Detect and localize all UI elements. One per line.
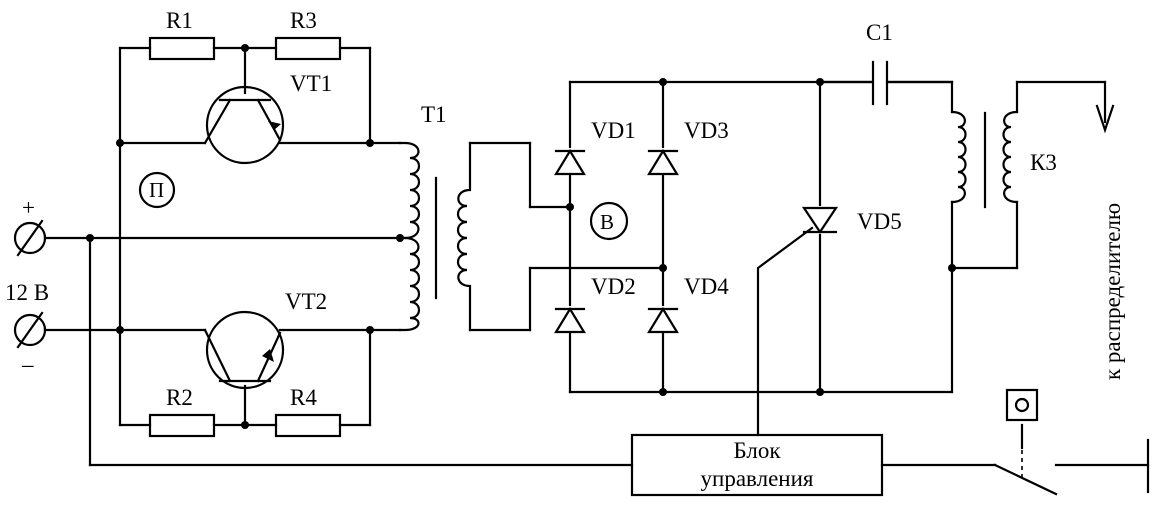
breaker-cam-icon bbox=[1014, 397, 1030, 413]
vt1-collector bbox=[203, 98, 232, 145]
p-marker-circle bbox=[138, 171, 176, 209]
breaker-contact bbox=[993, 463, 1058, 496]
k3-primary-winding bbox=[950, 110, 967, 204]
vt1-emitter bbox=[256, 98, 282, 142]
diode-vd1 bbox=[554, 148, 586, 176]
breaker-cam-box bbox=[1005, 388, 1039, 422]
label-r4: R4 bbox=[290, 385, 317, 410]
junction-dot bbox=[116, 139, 124, 147]
k3-secondary-winding bbox=[1002, 110, 1019, 204]
t1-primary-lower-winding bbox=[398, 236, 421, 332]
label-r1: R1 bbox=[166, 8, 193, 33]
junction-dot bbox=[366, 139, 374, 147]
junction-dot bbox=[659, 388, 667, 396]
b-marker-circle bbox=[589, 201, 629, 241]
diode-vd2 bbox=[554, 306, 586, 334]
label-c1: C1 bbox=[866, 20, 893, 45]
terminal-minus-slash bbox=[16, 311, 44, 349]
diode-vd4 bbox=[647, 306, 679, 334]
label-vd4: VD4 bbox=[684, 274, 729, 299]
control-block-label-line1: Блок bbox=[733, 438, 781, 463]
label-vt2: VT2 bbox=[285, 289, 327, 314]
label-to-distributor: к распределителю bbox=[1100, 203, 1125, 380]
label-b: В bbox=[600, 210, 614, 234]
label-vd5: VD5 bbox=[857, 209, 902, 234]
label-vd2: VD2 bbox=[591, 274, 636, 299]
junction-dot bbox=[366, 326, 374, 334]
output-arrow-icon bbox=[1095, 104, 1115, 134]
label-vd1: VD1 bbox=[591, 118, 636, 143]
vd5-gate-wire bbox=[756, 226, 814, 437]
label-voltage: 12 В bbox=[5, 280, 49, 305]
label-k3: К3 bbox=[1030, 150, 1057, 175]
junction-dot bbox=[566, 203, 574, 211]
label-plus: + bbox=[22, 195, 35, 220]
transistor-vt2 bbox=[205, 310, 285, 390]
junction-dot bbox=[659, 264, 667, 272]
resistor-r3 bbox=[274, 36, 342, 61]
label-r3: R3 bbox=[290, 8, 317, 33]
t1-primary-upper-winding bbox=[398, 141, 421, 240]
vt2-emitter-arrow bbox=[262, 349, 274, 362]
control-block-label-line2: управления bbox=[701, 466, 814, 491]
t1-secondary-winding bbox=[456, 141, 472, 332]
resistor-r1 bbox=[148, 36, 216, 61]
label-vt1: VT1 bbox=[290, 71, 332, 96]
vt1-emitter-arrow bbox=[268, 121, 281, 130]
label-p: П bbox=[149, 178, 164, 202]
terminal-plus-slash bbox=[16, 219, 44, 257]
label-vd3: VD3 bbox=[684, 118, 729, 143]
label-r2: R2 bbox=[166, 385, 193, 410]
transistor-vt1 bbox=[205, 85, 285, 165]
label-t1: T1 bbox=[421, 102, 447, 127]
resistor-r4 bbox=[274, 413, 342, 438]
c1-gap bbox=[872, 60, 888, 104]
label-minus: – bbox=[21, 352, 34, 377]
resistor-r2 bbox=[148, 413, 216, 438]
junction-dot bbox=[659, 78, 667, 86]
diode-vd3 bbox=[647, 148, 679, 176]
vt2-collector bbox=[203, 328, 232, 383]
